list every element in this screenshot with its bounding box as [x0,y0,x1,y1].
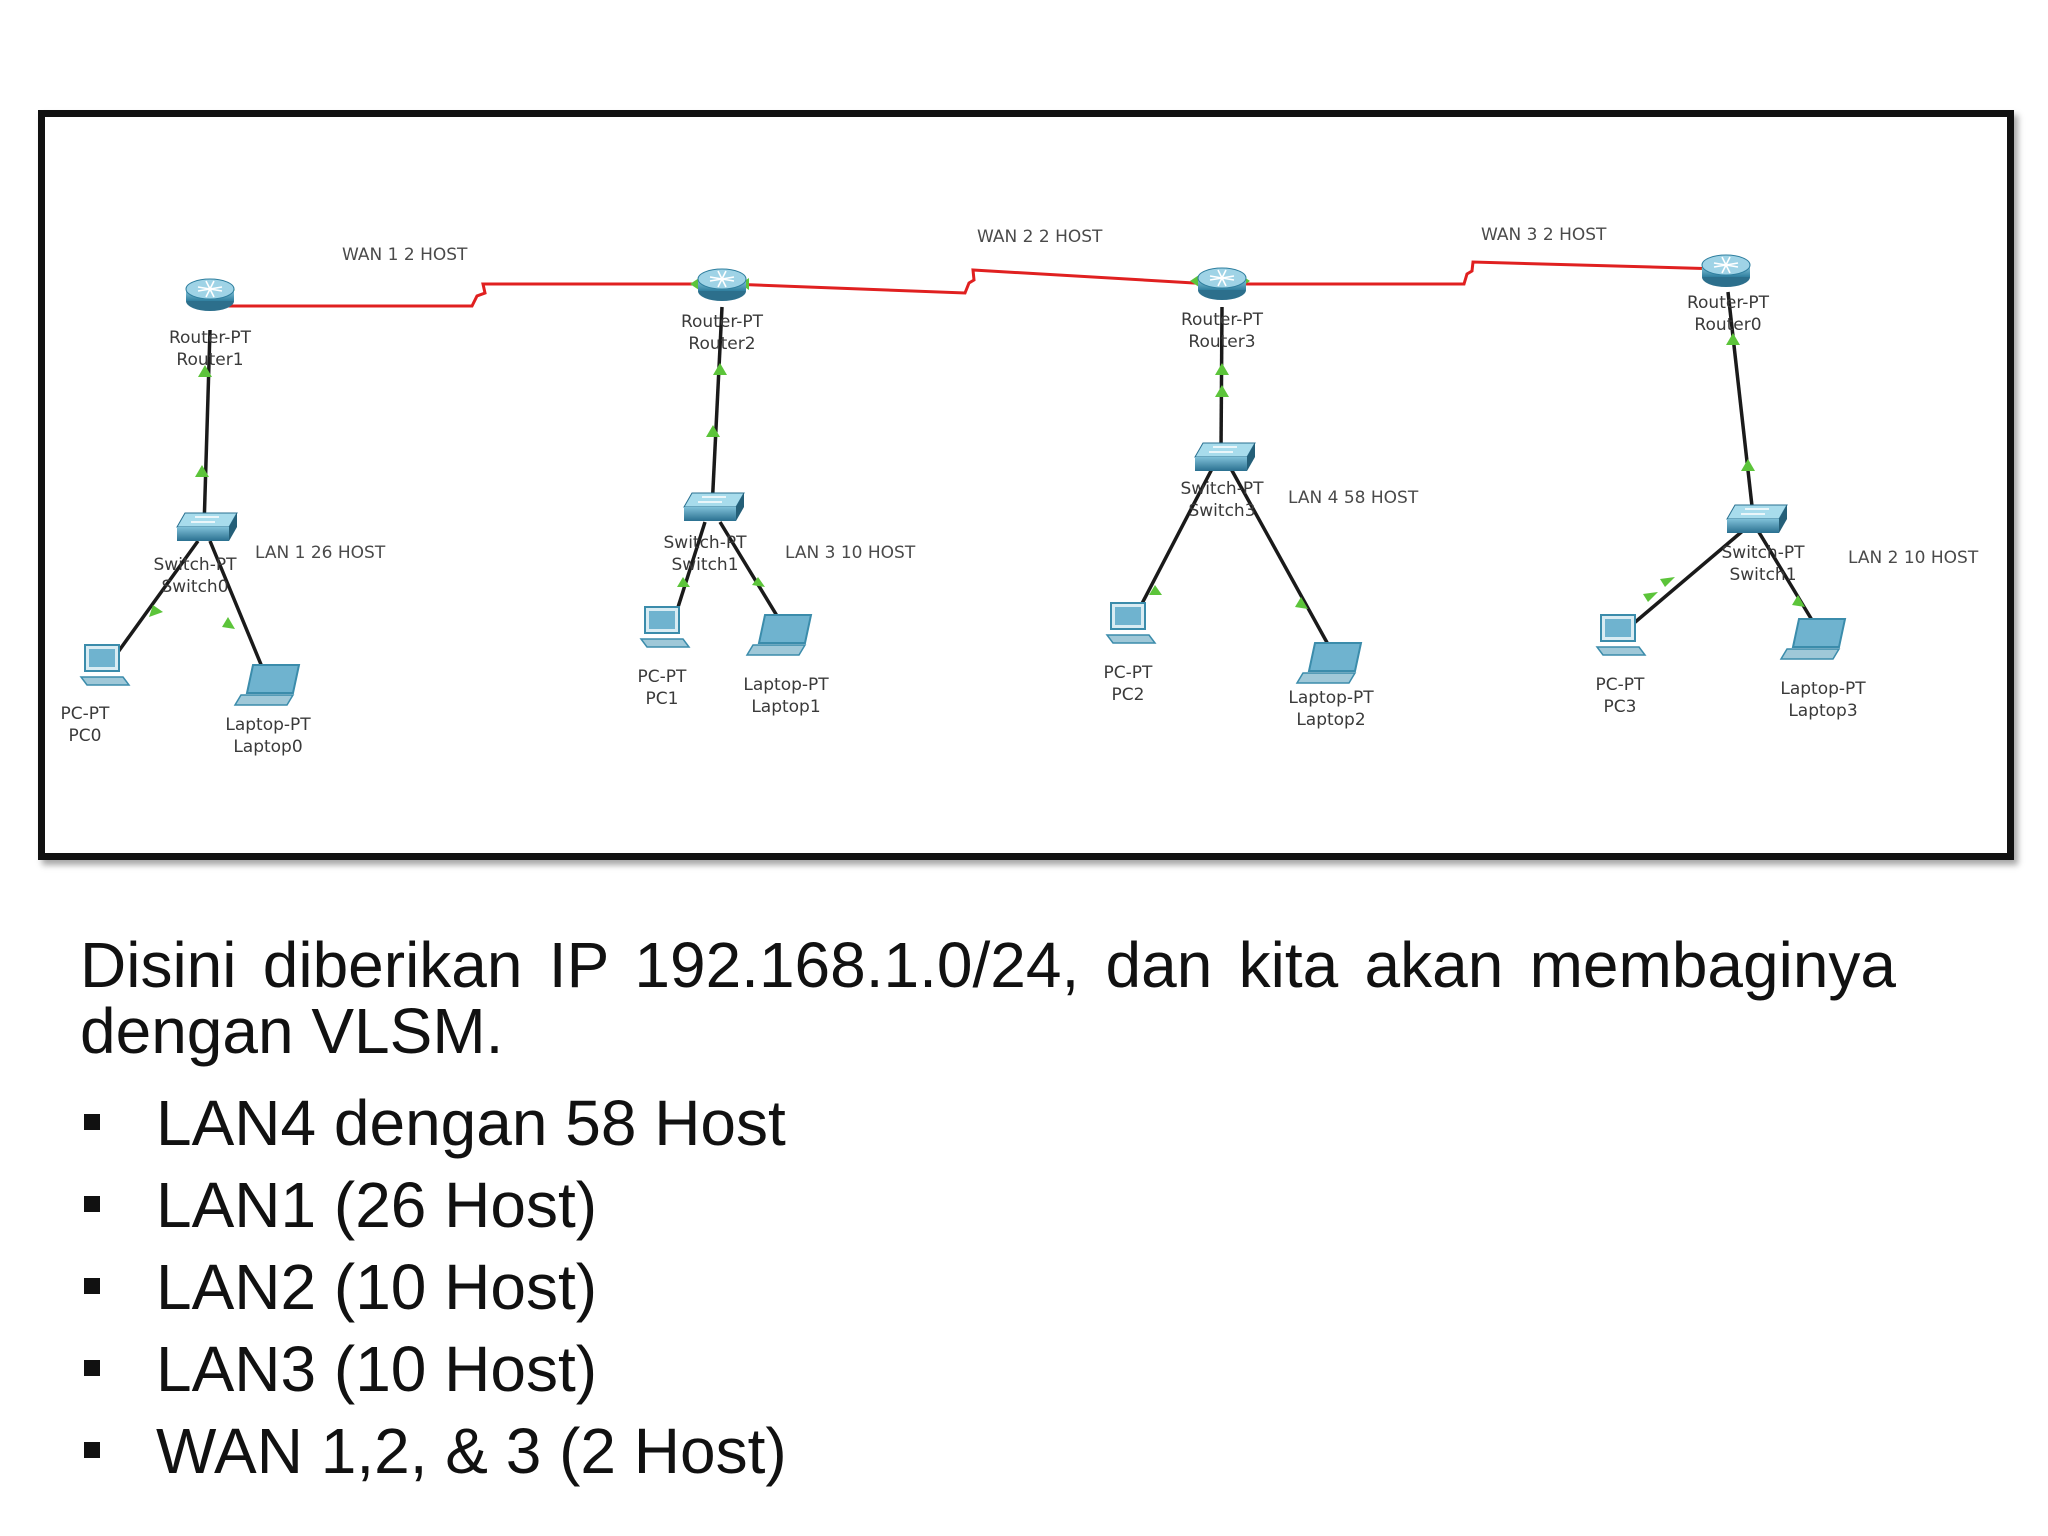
pc-name-label: PC1 [646,689,679,709]
lan-label: LAN 2 10 HOST [1848,548,1979,568]
list-item: LAN1 (26 Host) [80,1164,787,1246]
laptop-icon[interactable] [1295,642,1363,684]
pc-type-label: PC-PT [1104,663,1154,683]
list-item: LAN4 dengan 58 Host [80,1082,787,1164]
switch-name-label: Switch1 [1729,565,1796,585]
lan-link [111,539,200,661]
router-icon[interactable] [1701,254,1751,287]
pc-type-label: PC-PT [638,667,688,687]
bullet-square-icon [84,1196,100,1212]
router-name-label: Router0 [1694,315,1761,335]
switch-name-label: Switch0 [161,577,228,597]
lan-label: LAN 1 26 HOST [255,543,386,563]
lan-link [710,306,724,510]
wan-label: WAN 3 2 HOST [1481,225,1607,245]
lan-label: LAN 4 58 HOST [1288,488,1419,508]
laptop-icon[interactable] [1779,618,1847,660]
lan-link [1219,306,1224,453]
lan-link [718,521,787,630]
router-type-label: Router-PT [169,328,252,348]
laptop-type-label: Laptop-PT [225,715,311,735]
bullet-square-icon [84,1360,100,1376]
laptop-type-label: Laptop-PT [1780,679,1866,699]
lan-link [1133,466,1215,618]
lan-label: LAN 3 10 HOST [785,543,916,563]
list-item-text: LAN1 (26 Host) [156,1169,598,1241]
laptop-name-label: Laptop2 [1296,710,1365,730]
laptop-type-label: Laptop-PT [743,675,829,695]
router-type-label: Router-PT [1687,293,1770,313]
router-name-label: Router1 [176,350,243,370]
pc-icon[interactable] [1595,614,1647,656]
switch-icon[interactable] [176,512,238,541]
host-requirements-list: LAN4 dengan 58 Host LAN1 (26 Host) LAN2 … [80,1082,787,1492]
lan-link [202,329,212,529]
wan-label: WAN 1 2 HOST [342,245,468,265]
intro-paragraph: Disini diberikan IP 192.168.1.0/24, dan … [80,929,1896,1067]
switch-icon[interactable] [1726,504,1788,533]
bullet-square-icon [84,1442,100,1458]
lan-link [1726,291,1755,516]
router-icon[interactable] [185,278,235,311]
pc-icon[interactable] [639,606,691,648]
laptop-name-label: Laptop0 [233,737,302,757]
router-name-label: Router3 [1188,332,1255,352]
router-type-label: Router-PT [681,312,764,332]
laptop-icon[interactable] [745,614,813,656]
pc-name-label: PC2 [1112,685,1145,705]
wan-label: WAN 2 2 HOST [977,227,1103,247]
topology-frame: WAN 1 2 HOST WAN 2 2 HOST WAN 3 2 HOST L… [38,110,2014,860]
list-item-text: WAN 1,2, & 3 (2 Host) [156,1415,787,1487]
bullet-square-icon [84,1114,100,1130]
bullet-square-icon [84,1278,100,1294]
router-icon[interactable] [1197,267,1247,300]
laptop-type-label: Laptop-PT [1288,688,1374,708]
lan-link [1625,527,1747,631]
switch-type-label: Switch-PT [664,533,748,553]
list-item-text: LAN4 dengan 58 Host [156,1087,786,1159]
switch-icon[interactable] [683,492,745,521]
list-item: LAN3 (10 Host) [80,1328,787,1410]
lan-link [208,540,269,680]
network-topology-diagram: WAN 1 2 HOST WAN 2 2 HOST WAN 3 2 HOST L… [61,225,1979,757]
list-item: WAN 1,2, & 3 (2 Host) [80,1410,787,1492]
laptop-name-label: Laptop1 [751,697,820,717]
wan-link-2 [729,268,1212,295]
pc-type-label: PC-PT [61,704,111,724]
pc-icon[interactable] [1105,602,1157,644]
switch-type-label: Switch-PT [1181,479,1265,499]
switch-icon[interactable] [1194,442,1256,471]
lan-link [1228,466,1337,658]
wan-link-3 [1230,260,1722,286]
switch-type-label: Switch-PT [154,555,238,575]
router-type-label: Router-PT [1181,310,1264,330]
router-icon[interactable] [697,268,747,301]
pc-icon[interactable] [79,644,131,686]
wan-link-1 [201,282,711,308]
pc-name-label: PC0 [69,726,102,746]
pc-name-label: PC3 [1604,697,1637,717]
list-item-text: LAN2 (10 Host) [156,1251,598,1323]
list-item: LAN2 (10 Host) [80,1246,787,1328]
link-indicators [149,263,1805,629]
switch-name-label: Switch3 [1188,501,1255,521]
router-name-label: Router2 [688,334,755,354]
pc-type-label: PC-PT [1596,675,1646,695]
switch-type-label: Switch-PT [1722,543,1806,563]
list-item-text: LAN3 (10 Host) [156,1333,598,1405]
lan-link [1755,528,1823,636]
laptop-icon[interactable] [233,664,301,706]
switch-name-label: Switch1 [671,555,738,575]
laptop-name-label: Laptop3 [1788,701,1857,721]
